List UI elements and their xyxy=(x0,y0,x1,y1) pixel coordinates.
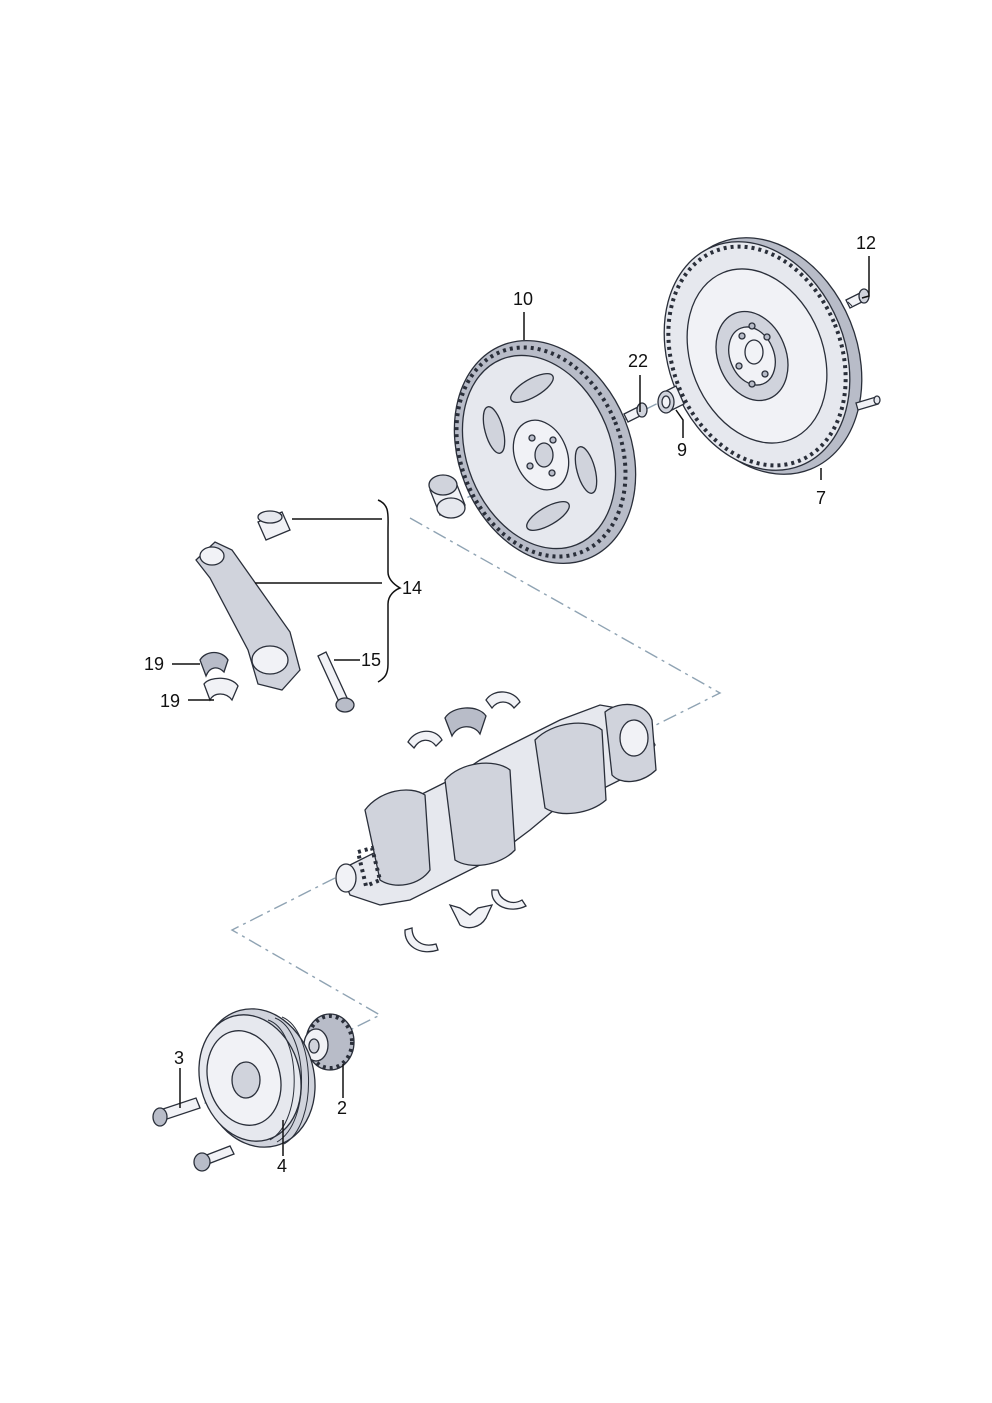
callout-19-upper: 19 xyxy=(144,654,164,674)
callout-14: 14 xyxy=(402,578,422,598)
bushing-9[interactable] xyxy=(657,385,685,414)
thrust-washer-upper-right[interactable] xyxy=(485,691,521,710)
callout-4: 4 xyxy=(277,1156,287,1176)
thrust-washer-upper-left[interactable] xyxy=(407,730,443,750)
callout-labels: 10 12 22 9 7 14 15 19 19 3 2 4 xyxy=(144,233,876,1176)
pulley-bolt-3[interactable] xyxy=(152,1097,201,1127)
flywheel-7[interactable] xyxy=(631,208,896,503)
thrust-washer-lower-right[interactable] xyxy=(491,889,527,910)
callout-19-lower: 19 xyxy=(160,691,180,711)
thrust-washer-lower-left[interactable] xyxy=(404,927,439,953)
crankshaft-sprocket-2[interactable] xyxy=(303,1013,355,1071)
bolt-22[interactable] xyxy=(623,402,648,423)
dowel-pin[interactable] xyxy=(855,395,881,411)
callout-10: 10 xyxy=(513,289,533,309)
callout-3: 3 xyxy=(174,1048,184,1068)
vibration-damper-pulley-4[interactable] xyxy=(185,996,330,1160)
callout-7: 7 xyxy=(816,488,826,508)
main-bearing-shell-lower[interactable] xyxy=(448,903,494,929)
leader-lines xyxy=(172,256,870,1156)
small-end-bushing[interactable] xyxy=(257,510,291,541)
bolt-12[interactable] xyxy=(845,288,870,309)
main-bearing-shell-upper[interactable] xyxy=(444,707,487,738)
crankshaft[interactable] xyxy=(335,703,657,906)
callout-9: 9 xyxy=(677,440,687,460)
conrod-bolt-15[interactable] xyxy=(317,651,355,713)
callout-15: 15 xyxy=(361,650,381,670)
bearing-shell-upper[interactable] xyxy=(199,651,229,678)
pilot-bushing[interactable] xyxy=(428,474,466,519)
bearing-shell-lower[interactable] xyxy=(203,677,239,702)
drive-plate-10[interactable] xyxy=(422,313,668,591)
connecting-rod[interactable] xyxy=(195,541,301,691)
callout-22: 22 xyxy=(628,351,648,371)
callout-2: 2 xyxy=(337,1098,347,1118)
small-flange-bolt[interactable] xyxy=(193,1145,235,1172)
callout-12: 12 xyxy=(856,233,876,253)
